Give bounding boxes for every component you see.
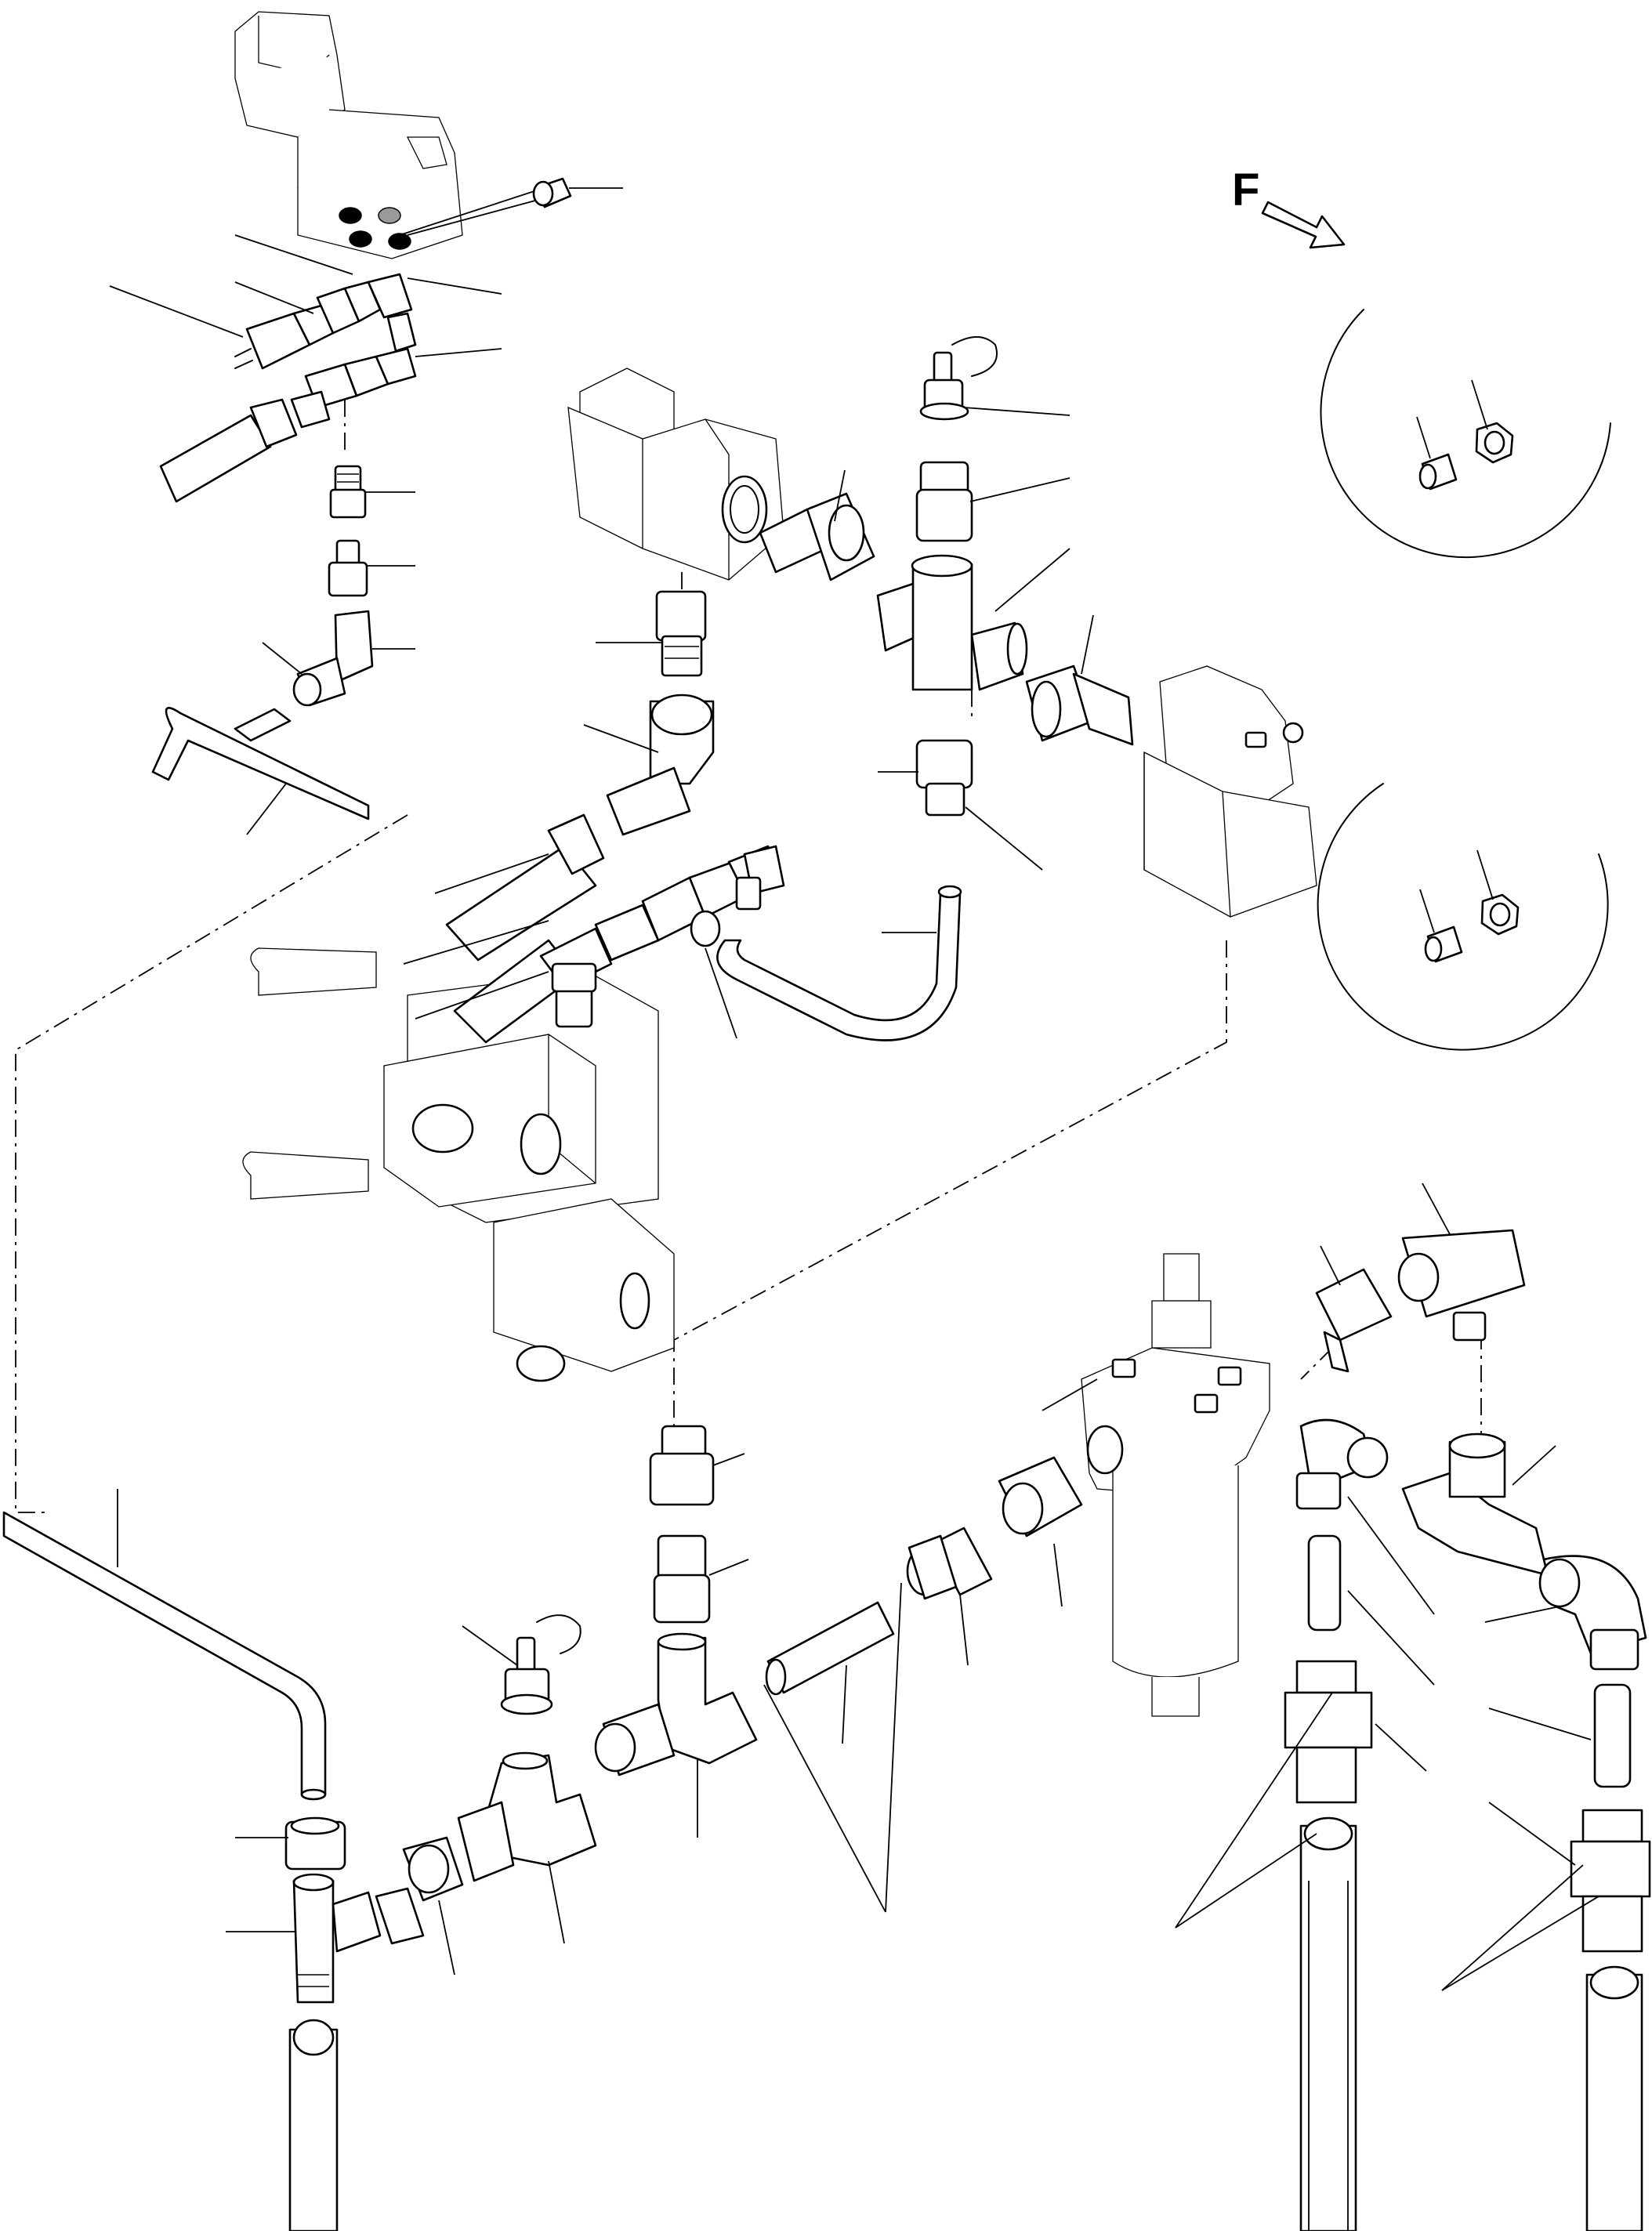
fitting-icon (1025, 665, 1134, 746)
tee-icon (367, 273, 417, 353)
solenoid-valve-icon (567, 368, 784, 581)
detail-circle-bottom (1317, 783, 1609, 1051)
fitting-icon (759, 492, 875, 581)
tee-icon (292, 1873, 382, 2004)
hose-icon (445, 813, 660, 1044)
cross-icon (876, 554, 1028, 691)
elbow-icon (735, 845, 785, 911)
nut-icon (915, 739, 973, 817)
fitting-icon (329, 465, 367, 519)
elbow-icon (292, 610, 374, 707)
fitting-icon (906, 1527, 993, 1600)
direction-marker: F (1232, 165, 1346, 249)
nut-icon (328, 539, 368, 597)
hose-icon (1299, 1816, 1357, 2231)
hydraulic-filter-icon (1081, 1253, 1270, 1717)
valve-block (242, 947, 675, 1382)
test-coupling-icon (919, 336, 998, 421)
assembly-dashed-lines (15, 400, 1482, 1513)
hose-icon (159, 390, 331, 503)
solenoid-valve-icon (234, 11, 463, 259)
nut-icon (1480, 893, 1520, 936)
tee-icon (1401, 1432, 1549, 1577)
pipe-bent-left (151, 707, 370, 820)
fitting-icon (375, 1836, 464, 1945)
tee-icon (594, 1632, 758, 1776)
plug-icon (1418, 453, 1458, 491)
fitting-icon (655, 590, 707, 677)
tee-icon (457, 1751, 597, 1882)
solenoid-valve-icon (1143, 665, 1317, 918)
test-coupling-icon (500, 1614, 581, 1715)
nut-icon (1475, 422, 1514, 464)
test-coupling-icon (234, 304, 335, 370)
pipe-short-icon (765, 1601, 895, 1696)
direction-label: F (1232, 165, 1259, 215)
direction-arrow-icon (1261, 201, 1346, 249)
elbow-icon (1538, 1555, 1647, 1671)
hose-icon (288, 2019, 339, 2231)
plug-icon (532, 177, 572, 208)
nut-icon (915, 461, 973, 542)
valve-port-plugs (339, 186, 553, 250)
union-icon (1570, 1809, 1651, 1953)
nut-icon (284, 1816, 346, 1871)
fitting-icon (551, 962, 597, 1028)
nut-icon (1315, 1268, 1393, 1373)
pipe-bent-mid (716, 885, 962, 1041)
fitting-icon (653, 1534, 711, 1624)
nut-icon (998, 1456, 1083, 1537)
hose-icon (1585, 1965, 1643, 2231)
nut-icon (649, 1425, 715, 1506)
elbow-icon (606, 694, 715, 836)
elbow-icon (1397, 1229, 1526, 1342)
union-icon (1284, 1660, 1373, 1804)
pipe-long-bent (2, 1511, 327, 1801)
pipe-short-icon (1307, 1534, 1342, 1632)
elbow-icon (1295, 1418, 1389, 1510)
pipe-short-icon (1593, 1683, 1632, 1788)
detail-circle-top (1320, 309, 1611, 559)
plug-icon (1424, 925, 1463, 963)
